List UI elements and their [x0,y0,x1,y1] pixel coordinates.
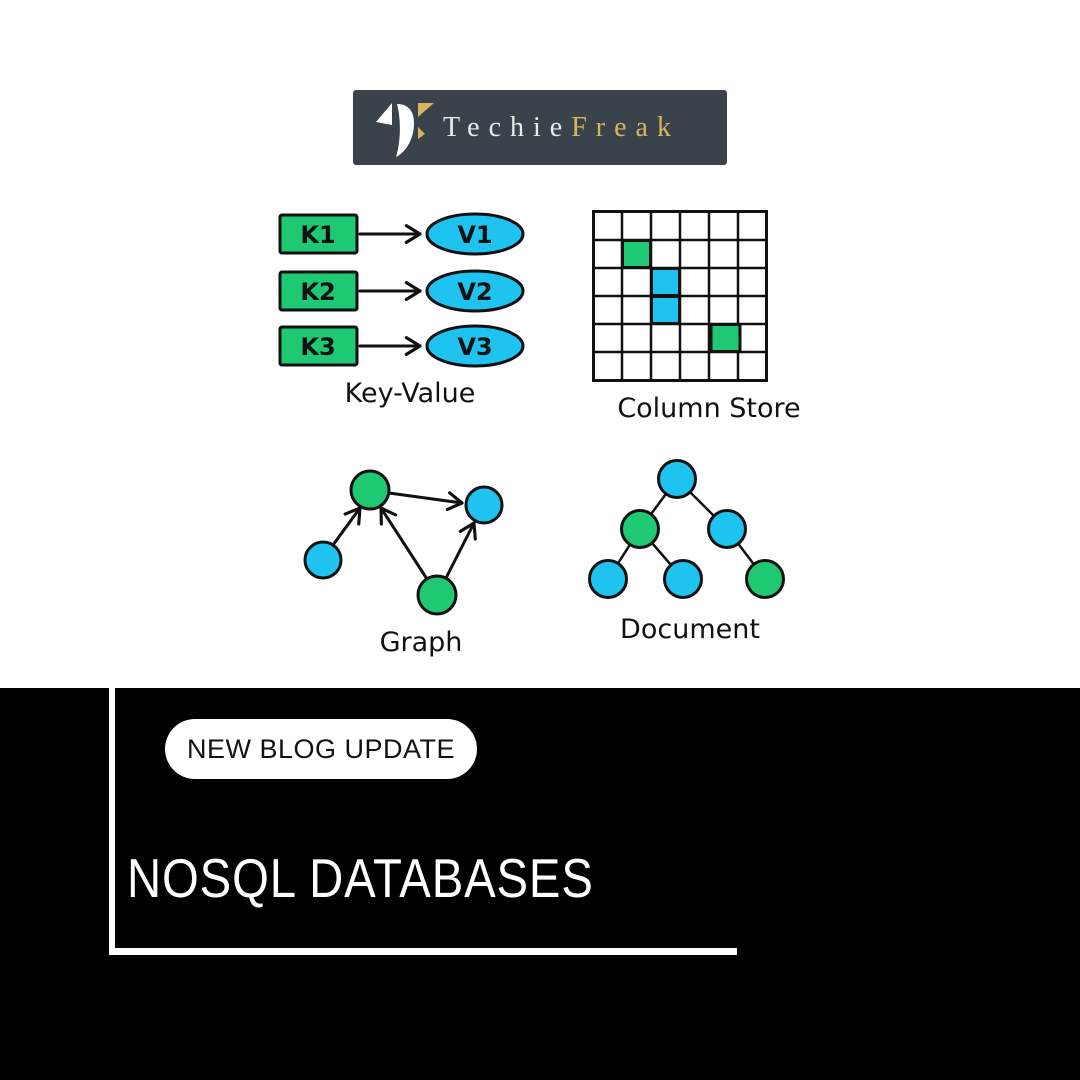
announcement-section: NEW BLOG UPDATE NOSQL DATABASES [0,688,1080,1080]
column-store-diagram [592,210,768,382]
document-node-child-right [707,509,747,549]
column-store-label: Column Store [617,393,801,424]
value-label-1: V1 [457,221,492,249]
column-cell-r3c2 [650,295,681,325]
graph-diagram [303,469,504,616]
graph-node-top [349,469,391,511]
graph-edge-bl-top [331,506,362,547]
brand-name-freak: Freak [571,111,680,143]
logo-gold-small-triangle [418,126,425,139]
techiefreak-logo-banner: TechieFreak [353,90,727,165]
document-node-child-left [620,509,660,549]
logo-gold-triangle [418,102,434,117]
key-box-1 [278,213,359,255]
graph-edge-bottom-right [444,521,477,580]
frame-vertical-line [109,688,115,955]
value-label-3: V3 [457,333,492,361]
document-label: Document [620,614,760,645]
key-box-3 [278,325,359,367]
graph-node-bottom [416,574,458,616]
techiefreak-logo-icon [376,102,434,157]
graph-edge-top-right [387,491,464,512]
new-blog-update-badge: NEW BLOG UPDATE [165,719,477,779]
key-box-2 [278,270,359,312]
column-cell-r1c1 [621,239,652,269]
document-node-leaf-1 [588,559,628,599]
graph-node-right [464,485,504,525]
graph-label: Graph [379,627,463,658]
column-cell-r2c2 [650,267,681,297]
value-ellipse-1 [425,212,525,256]
graph-node-bottom-left [303,540,343,580]
headline-title: NOSQL DATABASES [127,847,594,909]
key-value-label: Key-Value [344,378,476,409]
key-value-diagram: K1 V1 K2 V2 K3 V3 [278,212,525,368]
value-ellipse-3 [425,324,525,368]
logo-white-leaf [396,103,414,157]
frame-horizontal-line [109,948,737,955]
key-label-2: K2 [300,278,335,306]
brand-name: TechieFreak [443,112,680,144]
graph-edge-bottom-top [379,506,429,581]
key-label-3: K3 [300,333,335,361]
document-diagram [588,459,785,599]
document-node-leaf-2 [663,559,703,599]
value-label-2: V2 [457,278,492,306]
value-ellipse-2 [425,269,525,313]
logo-white-wedge [376,102,392,125]
brand-name-techie: Techie [443,111,572,143]
document-tree-edges [606,478,766,580]
column-cell-r4c4 [709,323,742,353]
document-node-root [657,459,697,499]
key-label-1: K1 [300,221,335,249]
document-node-leaf-3 [745,559,785,599]
